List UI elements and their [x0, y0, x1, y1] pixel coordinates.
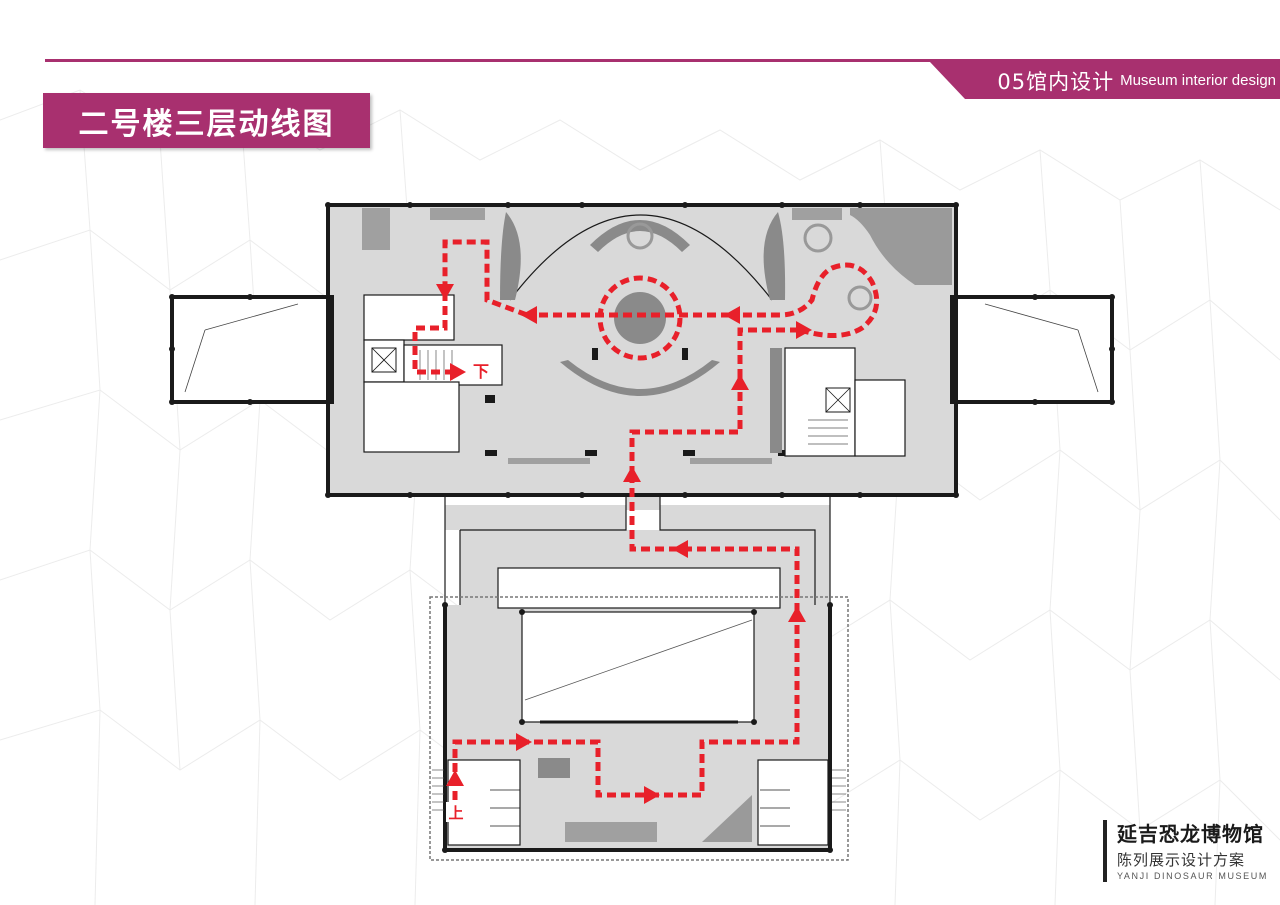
stairs-right: [808, 419, 848, 445]
elevator-left: [371, 347, 397, 373]
wing-diagonal-right: [984, 303, 1079, 331]
voids: [497, 567, 781, 723]
display-circle-right-2: [847, 285, 873, 311]
elevator-left-x2: [371, 347, 397, 373]
right-service-core: [784, 347, 906, 457]
museum-name-en: YANJI DINOSAUR MUSEUM: [1117, 871, 1268, 881]
terrace-stairs-left: [432, 769, 444, 811]
south-display-bottom: [565, 822, 657, 842]
down-marker-box: [470, 360, 492, 382]
header-rule: [45, 59, 1280, 62]
seating-curve: [560, 360, 720, 396]
route-loop-center: [597, 275, 683, 361]
corridor-walls: [444, 495, 831, 605]
south-display-right: [702, 795, 752, 842]
wing-diagonal-right-2: [1077, 329, 1099, 393]
south-desk: [538, 758, 570, 778]
right-core-wall: [770, 348, 782, 453]
museum-signature: 延吉恐龙博物馆 陈列展示设计方案 YANJI DINOSAUR MUSEUM: [1103, 818, 1268, 882]
elevator-right: [825, 387, 851, 413]
void-diagonal: [524, 619, 753, 701]
hall-arc: [509, 214, 773, 301]
label-down: 下: [473, 362, 489, 381]
page-title: 二号楼三层动线图: [43, 93, 370, 148]
terrace-outline: [429, 596, 849, 861]
south-toilets: [490, 789, 790, 827]
textured-area: [850, 208, 952, 285]
display-circle-top: [626, 222, 654, 250]
signature-bar: [1103, 820, 1107, 882]
circulation-route: [412, 239, 880, 800]
door-posts: [485, 348, 790, 456]
wing-diagonal-left: [204, 303, 299, 331]
up-marker-box: [446, 802, 466, 822]
arc-inner-band: [590, 220, 690, 252]
columns: [169, 202, 1115, 853]
arc-wall-left: [500, 212, 521, 300]
elevator-right-x2: [825, 387, 851, 413]
arc-wall-right: [763, 212, 786, 300]
route-arrows: [436, 284, 812, 804]
museum-name-cn: 延吉恐龙博物馆: [1117, 822, 1264, 846]
display-circle-right: [803, 223, 833, 253]
museum-subtitle-cn: 陈列展示设计方案: [1117, 851, 1246, 869]
center-display: [614, 292, 666, 344]
wing-diagonal-left-2: [184, 329, 206, 393]
terrace-stairs-right: [832, 769, 846, 811]
section-number: 05馆内设计: [997, 69, 1115, 94]
section-banner: 05馆内设计 Museum interior design: [930, 62, 1280, 99]
label-up: 上: [448, 804, 463, 822]
grey-blocks: [362, 208, 842, 464]
section-english-title: Museum interior design: [1120, 72, 1276, 89]
